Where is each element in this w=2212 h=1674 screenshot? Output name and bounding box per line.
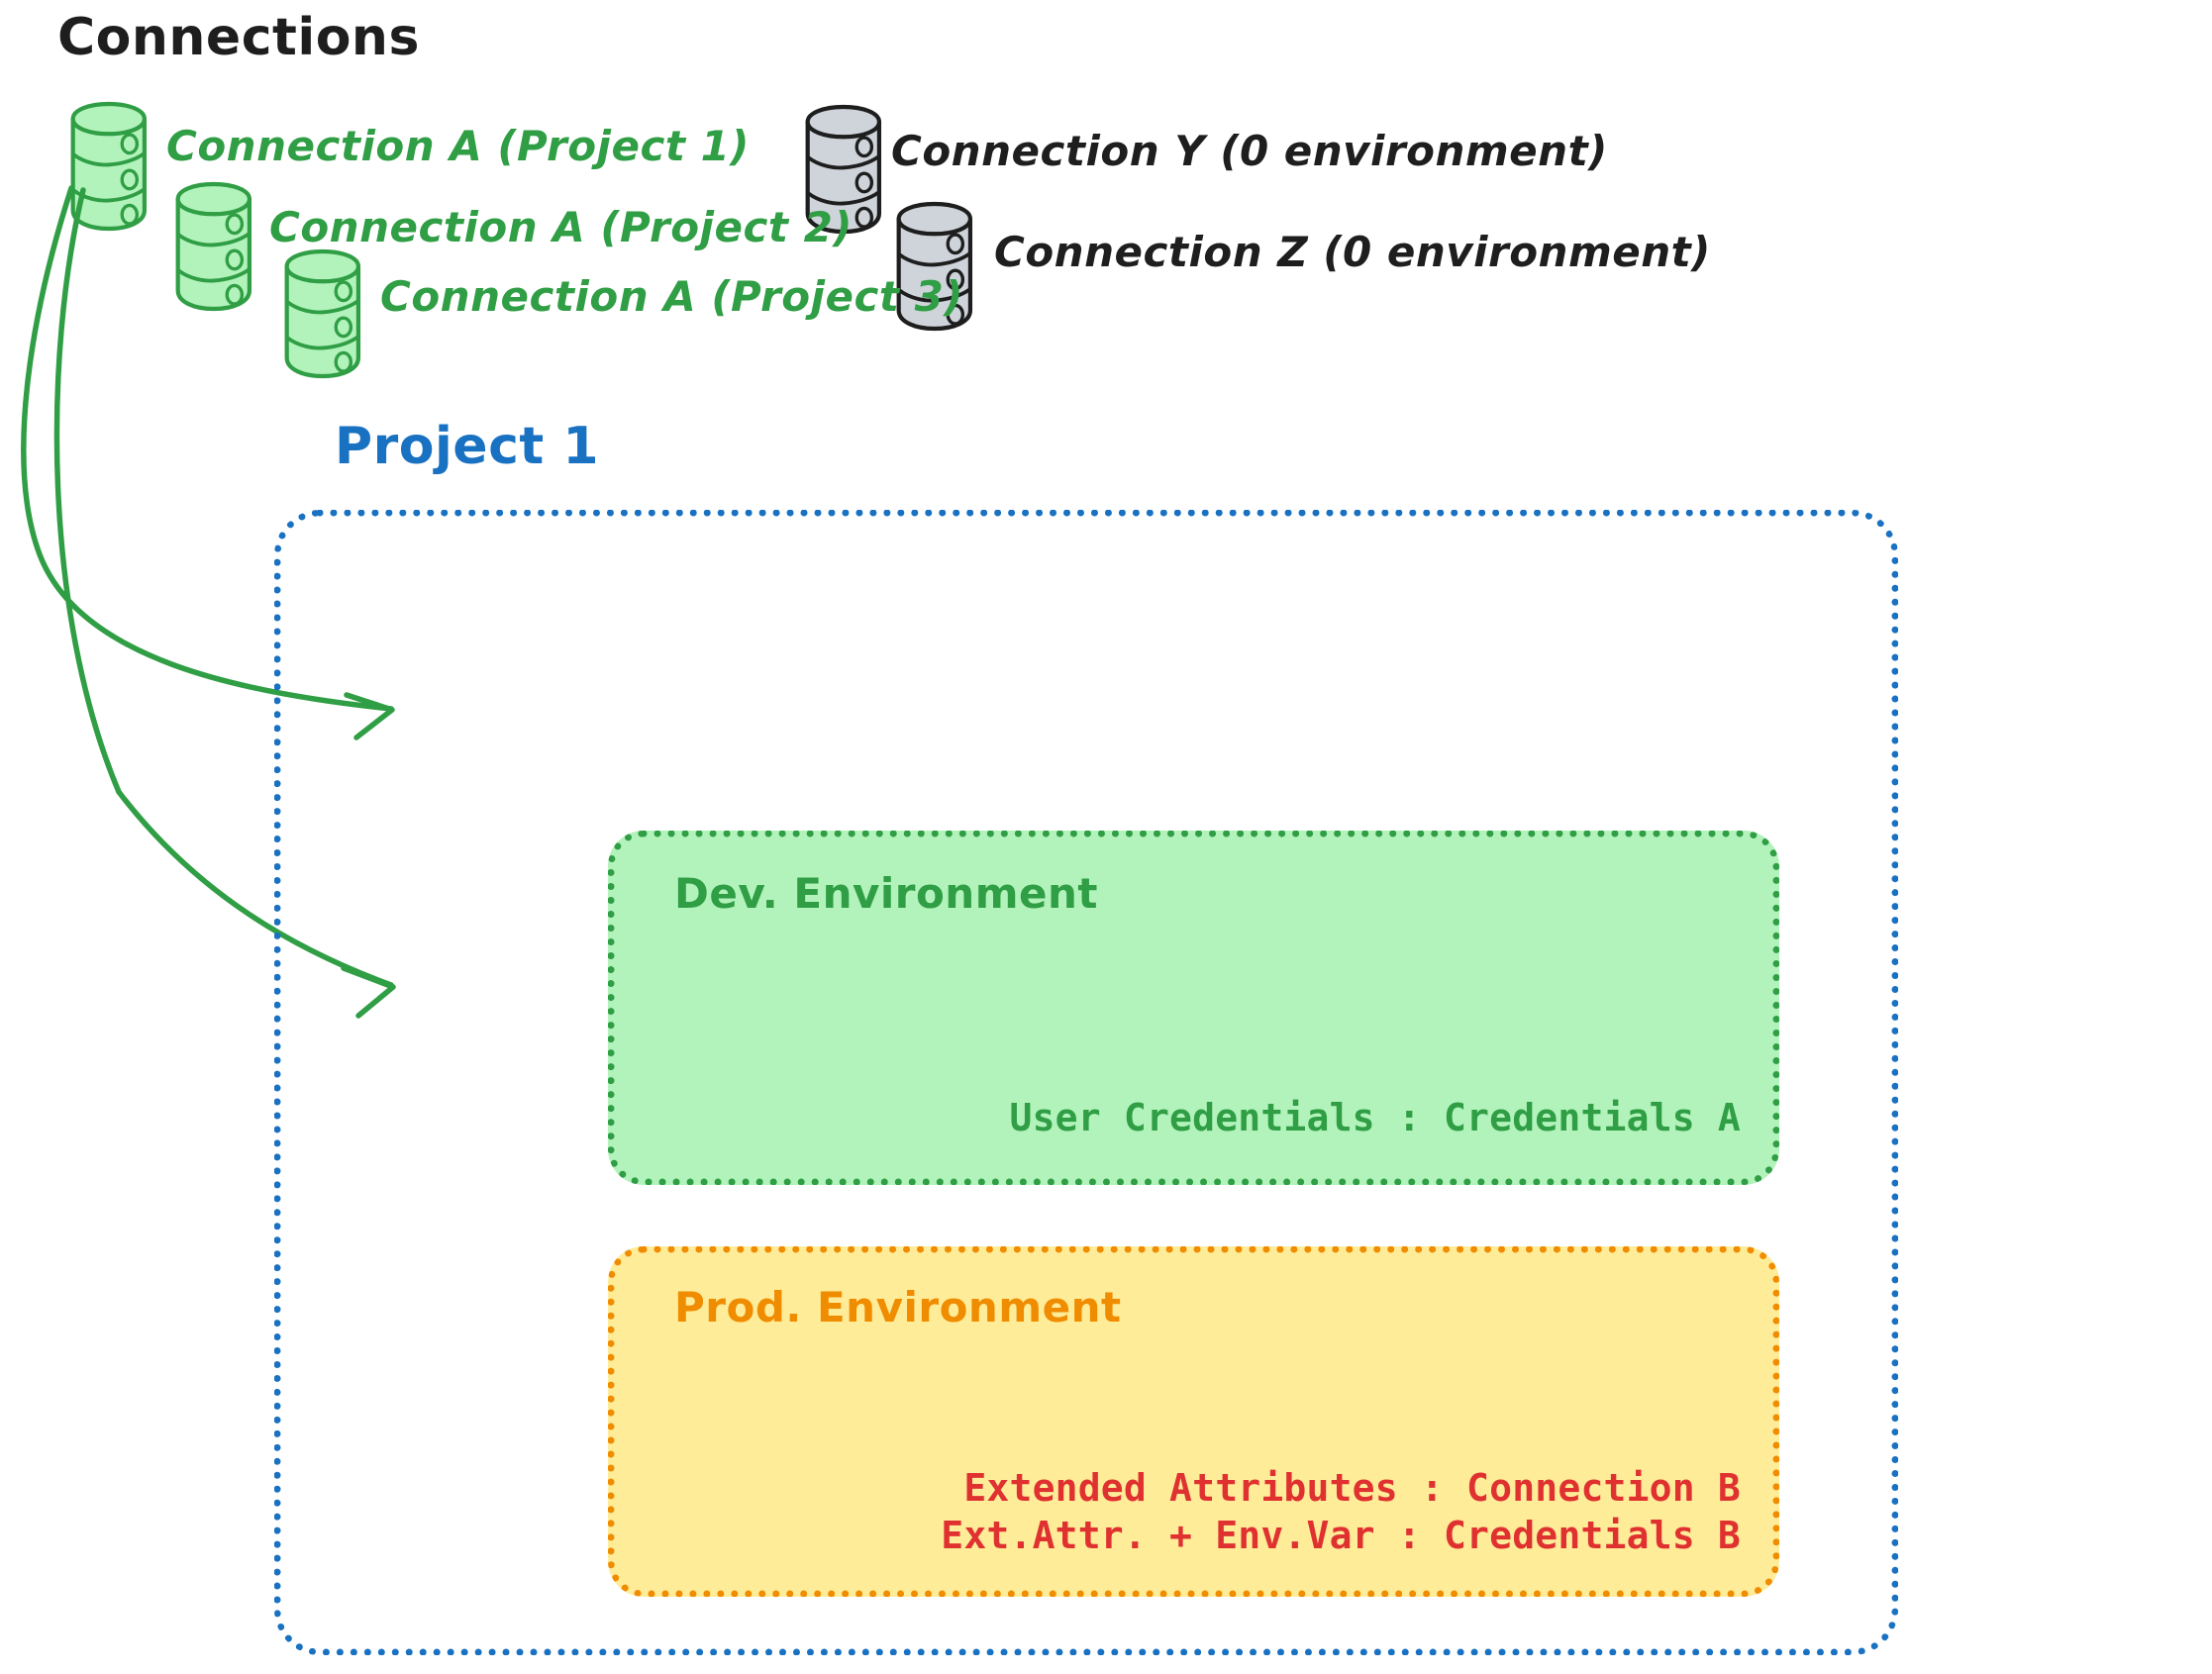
connection-label-a-project-3: Connection A (Project 3) [380, 272, 963, 321]
prod-environment-line-extended-attributes: Extended Attributes : Connection B [963, 1465, 1741, 1510]
dev-environment-credentials-line: User Credentials : Credentials A [1009, 1096, 1741, 1140]
arrow-connection-a-to-dev-environment [21, 185, 395, 740]
connection-label-a-project-2: Connection A (Project 2) [269, 203, 853, 251]
dev-environment-box: Dev. Environment User Credentials : Cred… [608, 831, 1779, 1185]
connection-label-a-project-1: Connection A (Project 1) [166, 122, 750, 170]
prod-environment-line-ext-attr-env-var: Ext.Attr. + Env.Var : Credentials B [941, 1514, 1741, 1558]
connection-label-y: Connection Y (0 environment) [891, 127, 1608, 175]
prod-environment-title: Prod. Environment [674, 1283, 1122, 1331]
arrow-connection-a-to-prod-environment [53, 187, 396, 1019]
connection-label-z: Connection Z (0 environment) [994, 228, 1711, 276]
database-icon-connection-a-project-2 [178, 184, 250, 309]
prod-environment-box: Prod. Environment Extended Attributes : … [608, 1246, 1779, 1597]
database-icon-connection-a-project-1 [73, 104, 145, 229]
project-title: Project 1 [335, 417, 600, 476]
database-icon-connection-a-project-3 [287, 251, 358, 376]
dev-environment-title: Dev. Environment [674, 869, 1098, 918]
prod-environment-lines: Extended Attributes : Connection B Ext.A… [654, 1464, 1741, 1560]
page-title: Connections [57, 8, 420, 67]
project-1-container: Dev. Environment User Credentials : Cred… [274, 510, 1898, 1655]
